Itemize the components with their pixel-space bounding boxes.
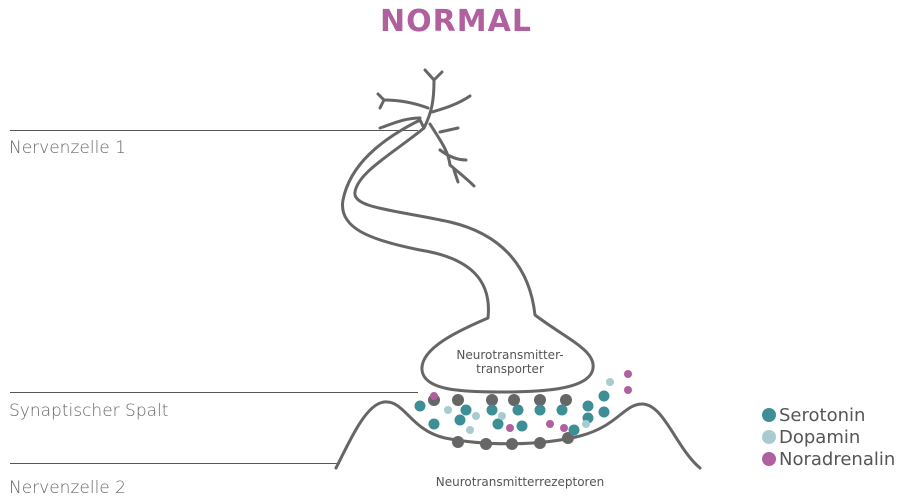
legend-swatch-noradrenalin	[762, 452, 776, 466]
receptor	[560, 394, 572, 406]
legend-label-noradrenalin: Noradrenalin	[779, 449, 895, 470]
neurotransmitter-group	[415, 370, 633, 436]
dopamin-molecule	[606, 378, 614, 386]
dendrite-8	[432, 96, 470, 112]
receptor	[480, 438, 492, 450]
serotonin-molecule	[493, 419, 504, 430]
serotonin-molecule	[415, 401, 426, 412]
serotonin-molecule	[517, 421, 528, 432]
receptor	[452, 394, 464, 406]
serotonin-molecule	[513, 405, 524, 416]
dendrite-4	[384, 100, 428, 108]
dopamin-molecule	[444, 406, 452, 414]
serotonin-molecule	[569, 425, 580, 436]
dendrite-10	[440, 128, 458, 132]
legend-label-dopamin: Dopamin	[779, 427, 860, 448]
receptor	[508, 394, 520, 406]
label-transporter: Neurotransmitter- transporter	[430, 348, 590, 376]
dopamin-molecule	[498, 412, 506, 420]
dopamin-molecule	[466, 426, 474, 434]
legend-item-noradrenalin: Noradrenalin	[762, 448, 895, 470]
noradrenalin-molecule	[430, 392, 438, 400]
dendrite-2	[425, 70, 434, 80]
serotonin-molecule	[487, 405, 498, 416]
serotonin-molecule	[599, 391, 610, 402]
legend: Serotonin Dopamin Noradrenalin	[762, 404, 895, 470]
noradrenalin-molecule	[546, 420, 554, 428]
noradrenalin-molecule	[624, 386, 632, 394]
serotonin-molecule	[455, 415, 466, 426]
label-receptors: Neurotransmitterrezeptoren	[400, 475, 640, 489]
noradrenalin-molecule	[560, 424, 568, 432]
dopamin-molecule	[472, 412, 480, 420]
dendrite-13	[440, 150, 466, 160]
noradrenalin-molecule	[624, 370, 632, 378]
dendrite-1	[424, 80, 434, 128]
serotonin-molecule	[583, 401, 594, 412]
dendrite-11	[450, 165, 474, 186]
serotonin-molecule	[599, 407, 610, 418]
label-transporter-line1: Neurotransmitter-	[430, 348, 590, 362]
receptor	[534, 437, 546, 449]
serotonin-molecule	[429, 419, 440, 430]
dopamin-molecule	[582, 420, 590, 428]
serotonin-molecule	[461, 405, 472, 416]
legend-item-serotonin: Serotonin	[762, 404, 895, 426]
receptor	[534, 394, 546, 406]
legend-swatch-serotonin	[762, 408, 776, 422]
receptor	[452, 436, 464, 448]
legend-label-serotonin: Serotonin	[779, 405, 865, 426]
legend-swatch-dopamin	[762, 430, 776, 444]
noradrenalin-molecule	[506, 424, 514, 432]
label-transporter-line2: transporter	[430, 362, 590, 376]
receptor	[506, 438, 518, 450]
dendrite-6	[380, 100, 384, 108]
dendrite-3	[434, 72, 442, 80]
serotonin-molecule	[535, 405, 546, 416]
serotonin-molecule	[557, 405, 568, 416]
receptor	[486, 394, 498, 406]
legend-item-dopamin: Dopamin	[762, 426, 895, 448]
